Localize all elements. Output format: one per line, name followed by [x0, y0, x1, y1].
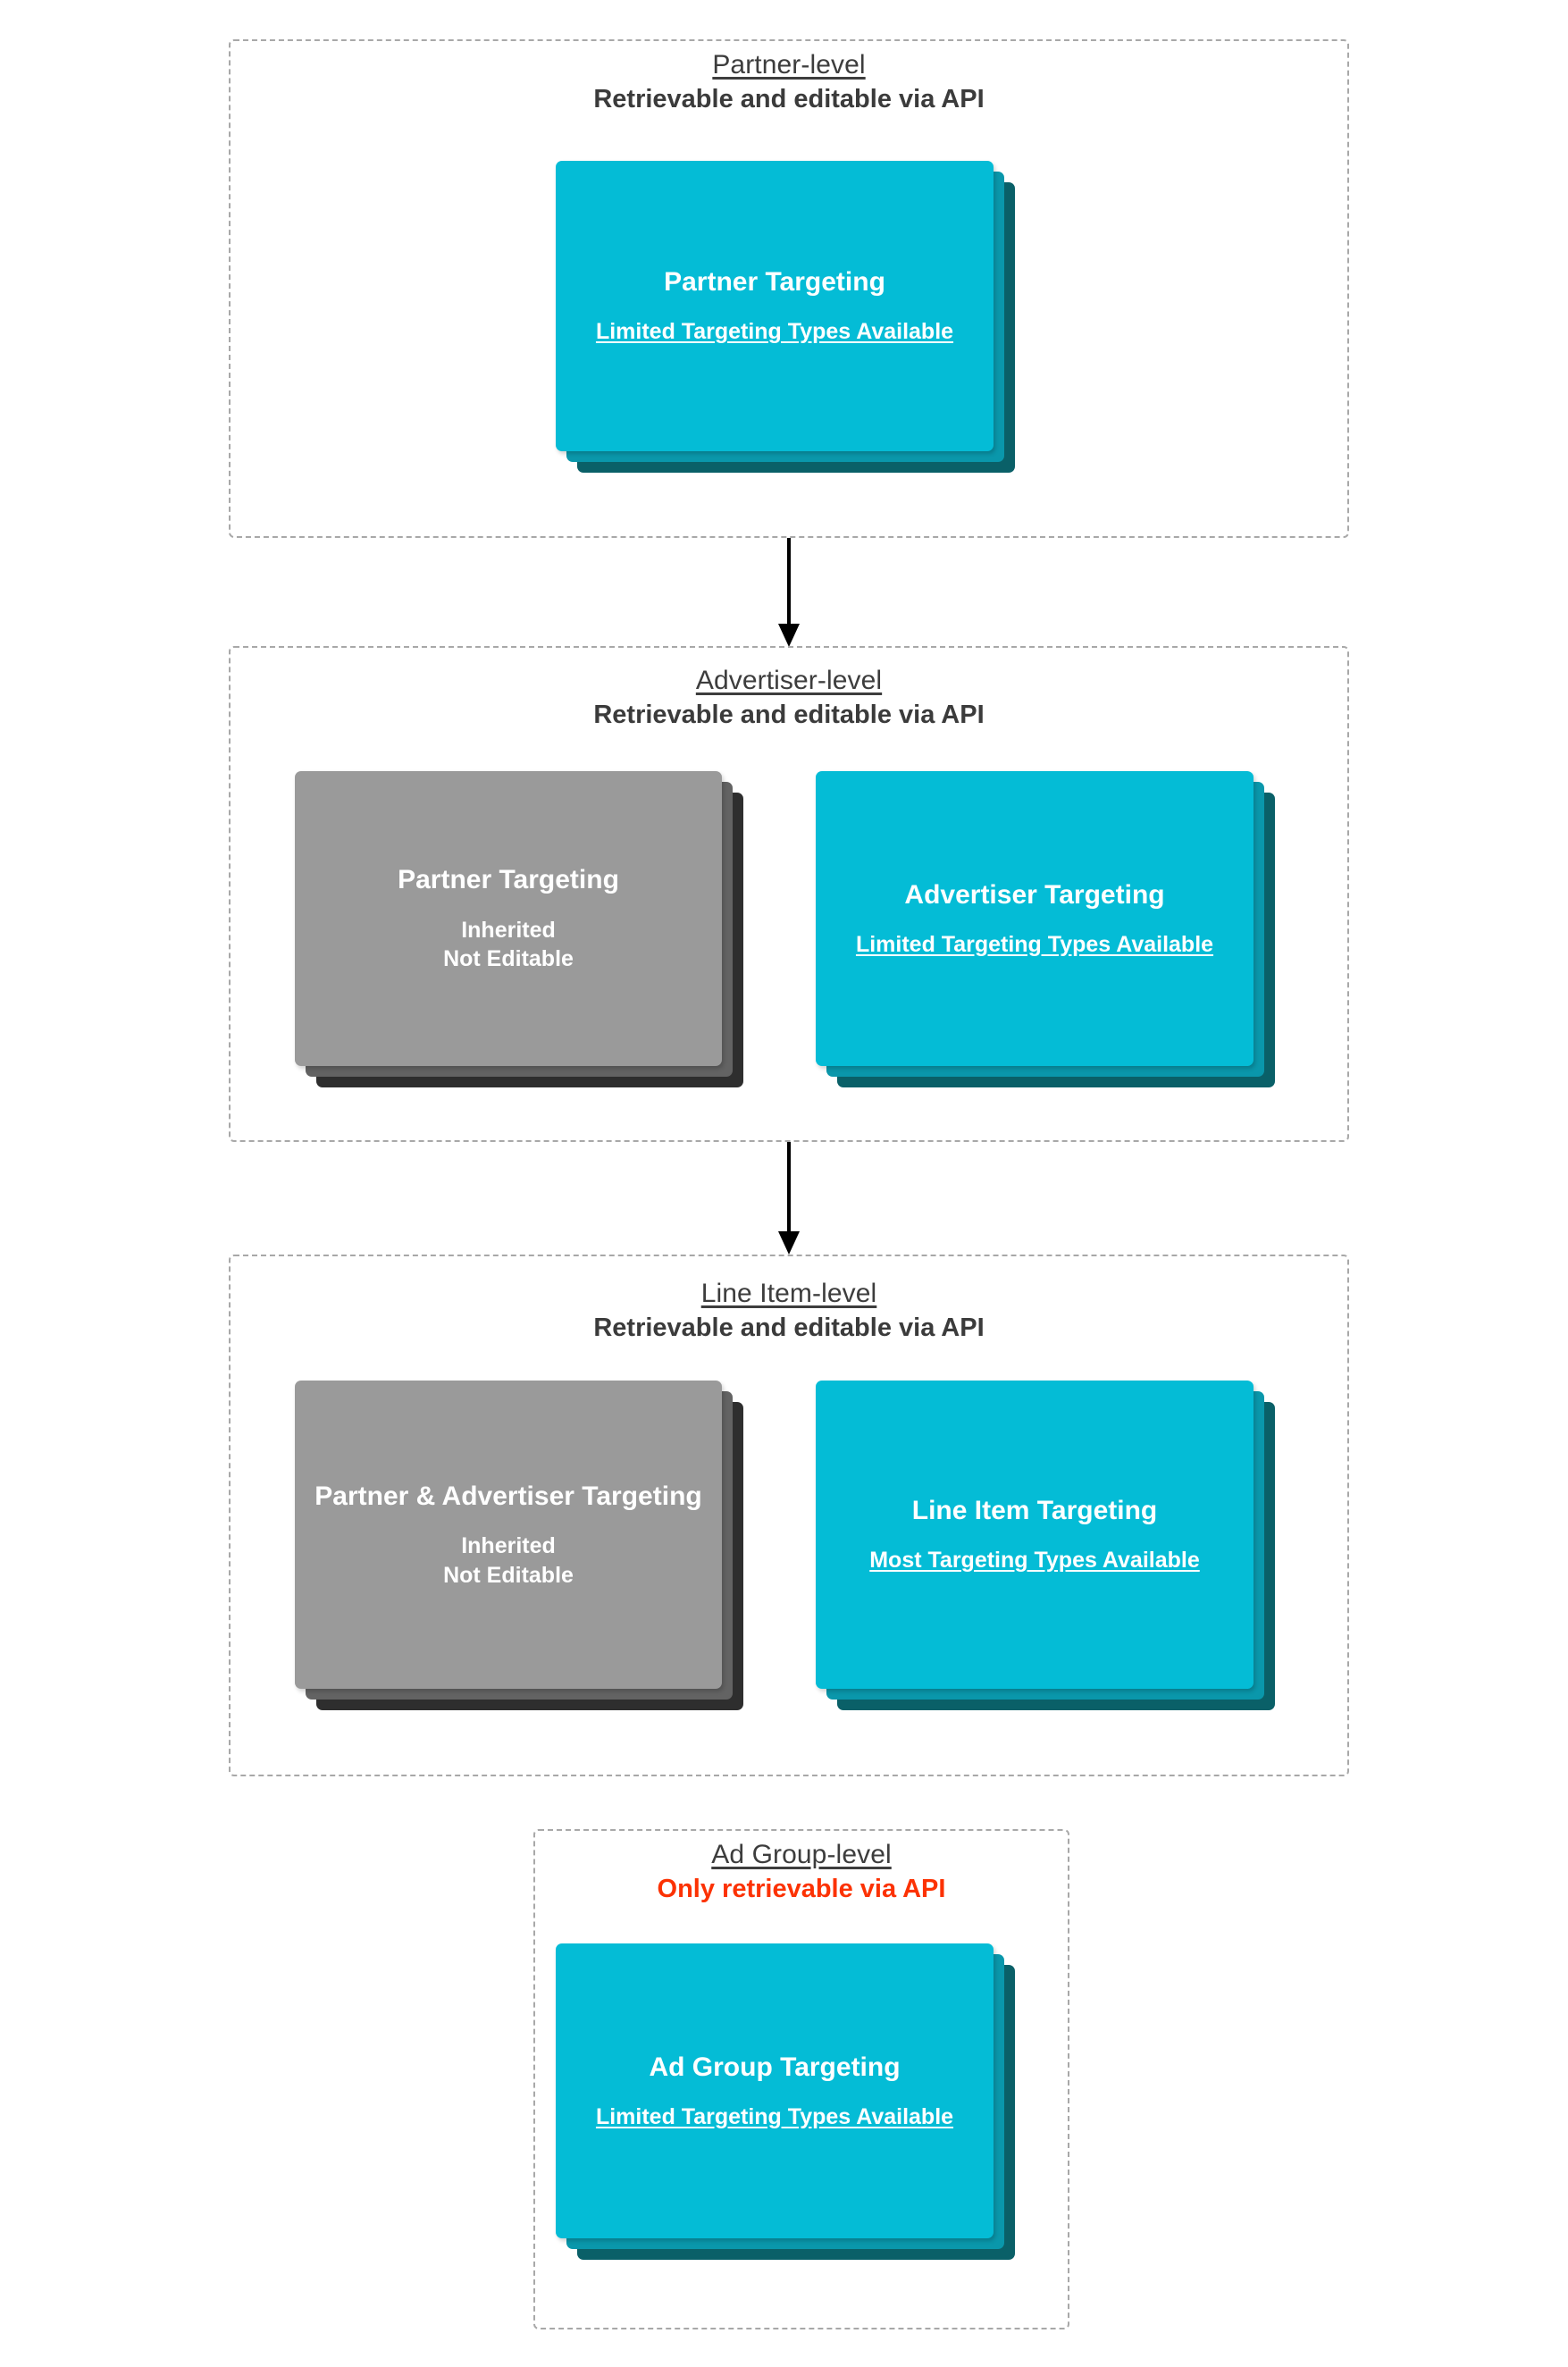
card-front-line-item-inherited[interactable]: Partner & Advertiser Targeting Inherited… — [295, 1381, 722, 1689]
card-title: Line Item Targeting — [911, 1496, 1158, 1526]
card-note: Most Targeting Types Available — [869, 1548, 1200, 1574]
card-title: Partner Targeting — [664, 267, 885, 298]
card-front-ad-group-targeting[interactable]: Ad Group Targeting Limited Targeting Typ… — [556, 1943, 994, 2238]
card-note: Limited Targeting Types Available — [855, 931, 1214, 957]
card-stack-partner-targeting[interactable]: Partner Targeting Limited Targeting Type… — [556, 161, 1015, 473]
card-note: Limited Targeting Types Available — [595, 2103, 954, 2129]
card-note: Inherited Not Editable — [443, 917, 574, 972]
card-stack-ad-group-targeting[interactable]: Ad Group Targeting Limited Targeting Typ… — [556, 1943, 1015, 2260]
card-stack-advertiser-inherited[interactable]: Partner Targeting Inherited Not Editable — [295, 771, 743, 1087]
card-title: Ad Group Targeting — [649, 2052, 901, 2082]
card-title: Advertiser Targeting — [904, 879, 1165, 910]
card-stack-line-item-targeting[interactable]: Line Item Targeting Most Targeting Types… — [816, 1381, 1275, 1710]
card-front-advertiser-inherited[interactable]: Partner Targeting Inherited Not Editable — [295, 771, 722, 1066]
level-box-partner — [229, 39, 1349, 538]
card-note: Inherited Not Editable — [443, 1533, 574, 1588]
card-title: Partner Targeting — [398, 865, 619, 895]
connector-arrowhead — [778, 624, 800, 647]
card-stack-advertiser-targeting[interactable]: Advertiser Targeting Limited Targeting T… — [816, 771, 1275, 1087]
connector-partner-to-advertiser — [776, 538, 802, 647]
card-front-partner-targeting[interactable]: Partner Targeting Limited Targeting Type… — [556, 161, 994, 451]
level-box-advertiser — [229, 646, 1349, 1142]
level-box-ad-group — [533, 1829, 1069, 2329]
card-front-line-item-targeting[interactable]: Line Item Targeting Most Targeting Types… — [816, 1381, 1254, 1689]
card-front-advertiser-targeting[interactable]: Advertiser Targeting Limited Targeting T… — [816, 771, 1254, 1066]
card-stack-line-item-inherited[interactable]: Partner & Advertiser Targeting Inherited… — [295, 1381, 743, 1710]
level-box-line-item — [229, 1255, 1349, 1776]
connector-shaft — [787, 1142, 791, 1231]
connector-shaft — [787, 538, 791, 624]
card-note: Limited Targeting Types Available — [595, 319, 954, 345]
connector-advertiser-to-line-item — [776, 1142, 802, 1255]
connector-arrowhead — [778, 1231, 800, 1255]
card-title: Partner & Advertiser Targeting — [314, 1481, 702, 1511]
